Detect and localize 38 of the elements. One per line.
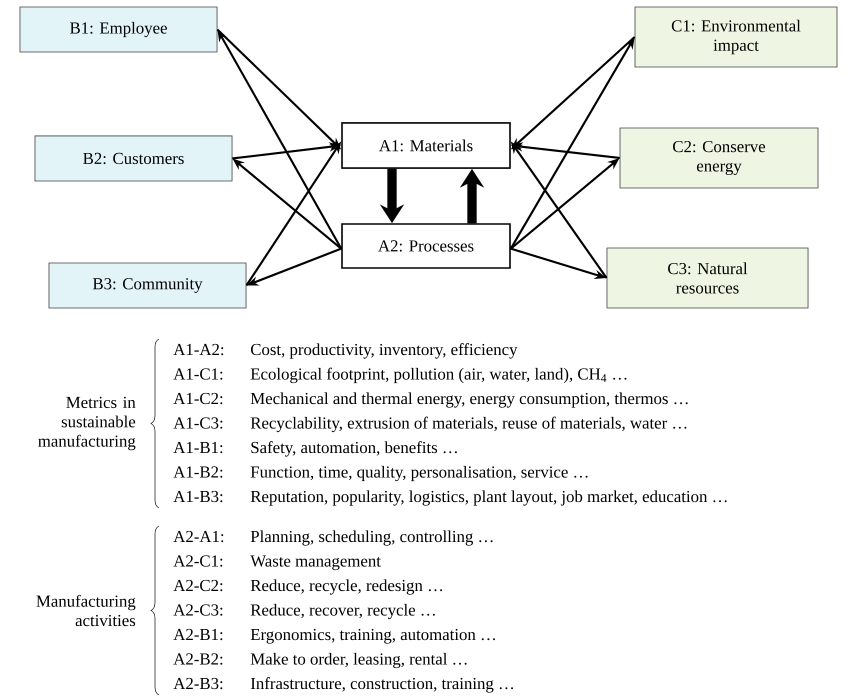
stakeholder-box: C1: Environmental impact	[634, 6, 838, 68]
group-label: Metrics in sustainable manufacturing	[38, 396, 136, 450]
process-box: A1: Materials	[341, 122, 511, 169]
relation-code: A1-A2:	[173, 344, 224, 356]
relation-code: A1-C1:	[173, 368, 222, 380]
metric-text: Planning, scheduling, controlling …	[250, 530, 493, 546]
group-label: Manufacturing activities	[36, 594, 136, 626]
relation-code: A2-B1:	[173, 628, 222, 640]
stakeholder-box: C3: Natural resources	[606, 248, 808, 308]
relation-code: A1-B3:	[173, 490, 222, 502]
metric-text: Cost, productivity, inventory, efficiency	[250, 343, 518, 359]
metric-text: Ecological footprint, pollution (air, water, land), CH$_{4}$ …	[250, 368, 626, 384]
relation-code: A1-C3:	[173, 417, 222, 429]
metric-text: Infrastructure, construction, training …	[250, 677, 514, 693]
metric-text: Function, time, quality, personalisation, service …	[250, 466, 588, 482]
metric-text: Ergonomics, training, automation …	[250, 628, 496, 644]
process-box: A2: Processes	[341, 223, 511, 269]
stakeholder-box: C2: Conserve energy	[620, 128, 818, 188]
relation-code: A2-C3:	[173, 604, 222, 616]
relation-code: A1-B2:	[173, 466, 222, 478]
metric-text: Make to order, leasing, rental …	[250, 652, 467, 668]
metric-text: Mechanical and thermal energy, energy consumption, thermos …	[250, 392, 688, 408]
stakeholder-box: B2: Customers	[34, 136, 232, 182]
metric-text: Reduce, recycle, redesign …	[250, 579, 442, 595]
metric-text: Recyclability, extrusion of materials, reuse of materials, water …	[250, 416, 686, 432]
stakeholder-box: B1: Employee	[20, 6, 218, 52]
relation-code: A2-C1:	[173, 555, 222, 567]
relation-code: A1-B1:	[173, 442, 222, 454]
metric-text: Reputation, popularity, logistics, plant layout, job market, education …	[250, 490, 727, 506]
relation-code: A2-C2:	[173, 580, 222, 592]
relation-code: A2-B2:	[173, 653, 222, 665]
metric-text: Safety, automation, benefits …	[251, 441, 457, 457]
metric-text: Waste management	[250, 556, 381, 570]
relation-code: A2-B3:	[173, 678, 222, 690]
relation-code: A1-C2:	[173, 392, 222, 404]
metric-text: Reduce, recover, recycle …	[250, 604, 435, 620]
stakeholder-box: B3: Community	[48, 262, 246, 308]
relation-code: A2-A1:	[173, 530, 224, 542]
